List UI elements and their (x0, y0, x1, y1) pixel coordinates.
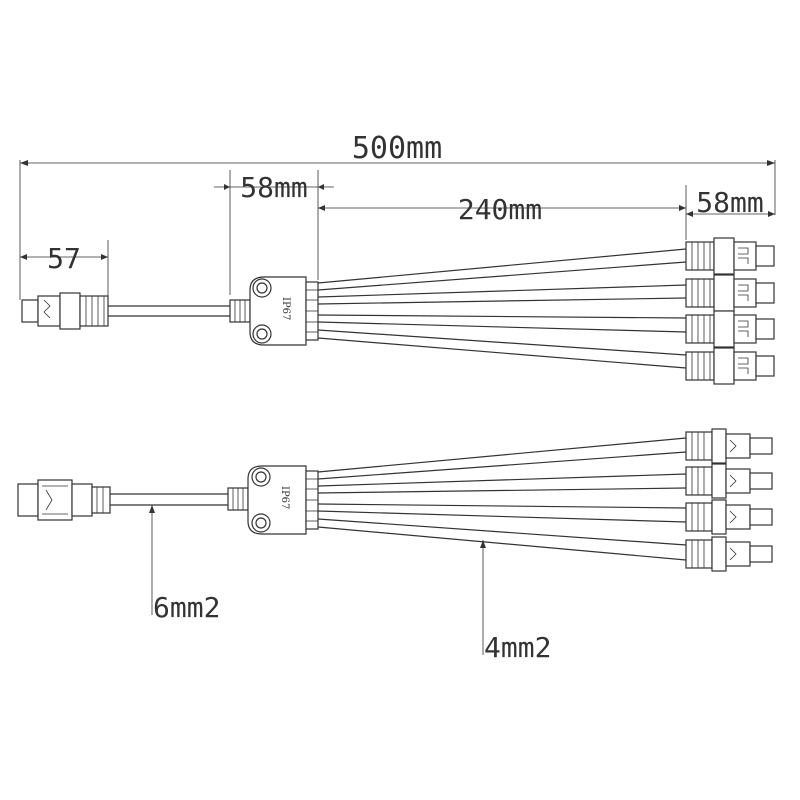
top-branch-wires (317, 248, 687, 369)
top-right-connectors (685, 237, 775, 385)
bottom-branch-wires (317, 437, 687, 561)
dimension-lines (19, 160, 776, 300)
bottom-right-connectors (685, 428, 773, 572)
dim-right-connector: 58mm (696, 186, 763, 219)
bottom-left-connector (17, 479, 111, 521)
top-splitter (229, 276, 319, 346)
dim-left-connector: 57 (47, 242, 81, 275)
bottom-splitter (227, 465, 319, 535)
wire-label-leaders (149, 505, 486, 655)
bottom-ip-label: IP67 (279, 486, 290, 509)
branch-cable-label: 4mm2 (484, 631, 551, 664)
top-assembly: IP67 (21, 237, 775, 385)
bottom-assembly: IP67 (17, 428, 773, 655)
top-left-connector (21, 292, 109, 330)
dim-branch: 240mm (458, 193, 542, 226)
main-cable-label: 6mm2 (153, 591, 220, 624)
dim-total: 500mm (352, 131, 442, 166)
dim-splitter: 58mm (240, 171, 307, 204)
top-ip-label: IP67 (280, 297, 291, 320)
